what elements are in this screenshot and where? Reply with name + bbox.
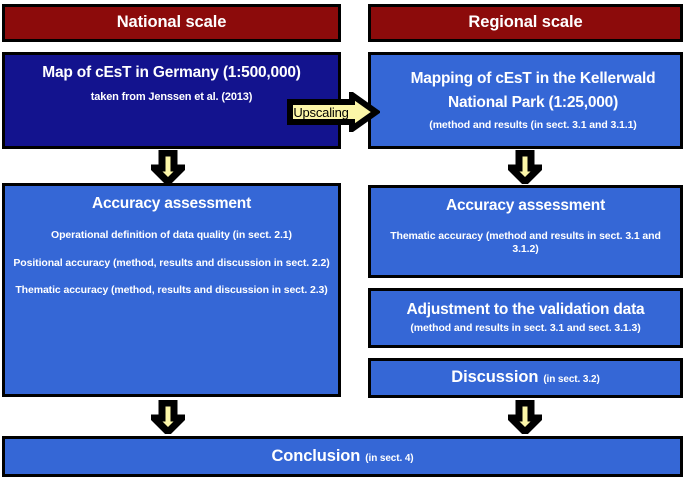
node-national-accuracy-assessment: Accuracy assessment Operational definiti… [2,183,341,397]
upscaling-arrow: Upscaling [286,92,380,132]
node-conclusion-row: Conclusion (in sect. 4) [271,447,413,466]
node-regional-map-title-line1: Mapping of cEsT in the Kellerwald [410,70,656,88]
arrow-right-icon [287,92,380,132]
node-regional-discussion-note: (in sect. 3.2) [543,374,600,386]
node-national-accuracy-heading: Accuracy assessment [91,195,252,212]
node-regional-adjustment-subtitle: (method and results in sect. 3.1 and sec… [410,322,641,335]
column-header-national: National scale [2,4,341,42]
node-national-accuracy-item-2: Positional accuracy (method, results and… [13,256,330,269]
node-regional-accuracy-item-1: Thematic accuracy (method and results in… [390,230,661,255]
column-header-regional: Regional scale [368,4,683,42]
column-header-national-label: National scale [116,13,227,32]
node-regional-map-title-line2: National Park (1:25,000) [447,94,619,112]
node-national-map-subtitle: taken from Jenssen et al. (2013) [90,91,253,104]
node-regional-discussion-heading: Discussion [451,368,539,387]
arrow-down-icon-national-1 [151,150,185,184]
node-regional-map-subtitle: (method and results (in sect. 3.1 and 3.… [429,118,637,131]
node-national-accuracy-item-3: Thematic accuracy (method, results and d… [15,284,328,297]
node-national-map-title: Map of cEsT in Germany (1:500,000) [42,64,301,81]
node-national-map: Map of cEsT in Germany (1:500,000) taken… [2,52,341,149]
arrow-down-icon-regional-2 [508,400,542,434]
node-regional-adjustment: Adjustment to the validation data (metho… [368,288,683,348]
node-conclusion-heading: Conclusion [271,446,361,465]
upscaling-arrow-label: Upscaling [293,104,349,120]
node-national-accuracy-item-1: Operational definition of data quality (… [51,229,292,242]
arrow-down-icon-national-2 [151,400,185,434]
column-header-regional-label: Regional scale [468,13,583,32]
arrow-down-icon-regional-1 [508,150,542,184]
node-regional-map: Mapping of cEsT in the Kellerwald Nation… [368,52,683,149]
node-conclusion-note: (in sect. 4) [365,452,414,464]
node-regional-discussion: Discussion (in sect. 3.2) [368,358,683,398]
node-regional-adjustment-heading: Adjustment to the validation data [406,301,645,319]
node-regional-accuracy-heading: Accuracy assessment [445,197,606,214]
node-regional-accuracy-assessment: Accuracy assessment Thematic accuracy (m… [368,185,683,278]
node-regional-discussion-row: Discussion (in sect. 3.2) [451,368,600,387]
node-conclusion: Conclusion (in sect. 4) [2,436,683,477]
